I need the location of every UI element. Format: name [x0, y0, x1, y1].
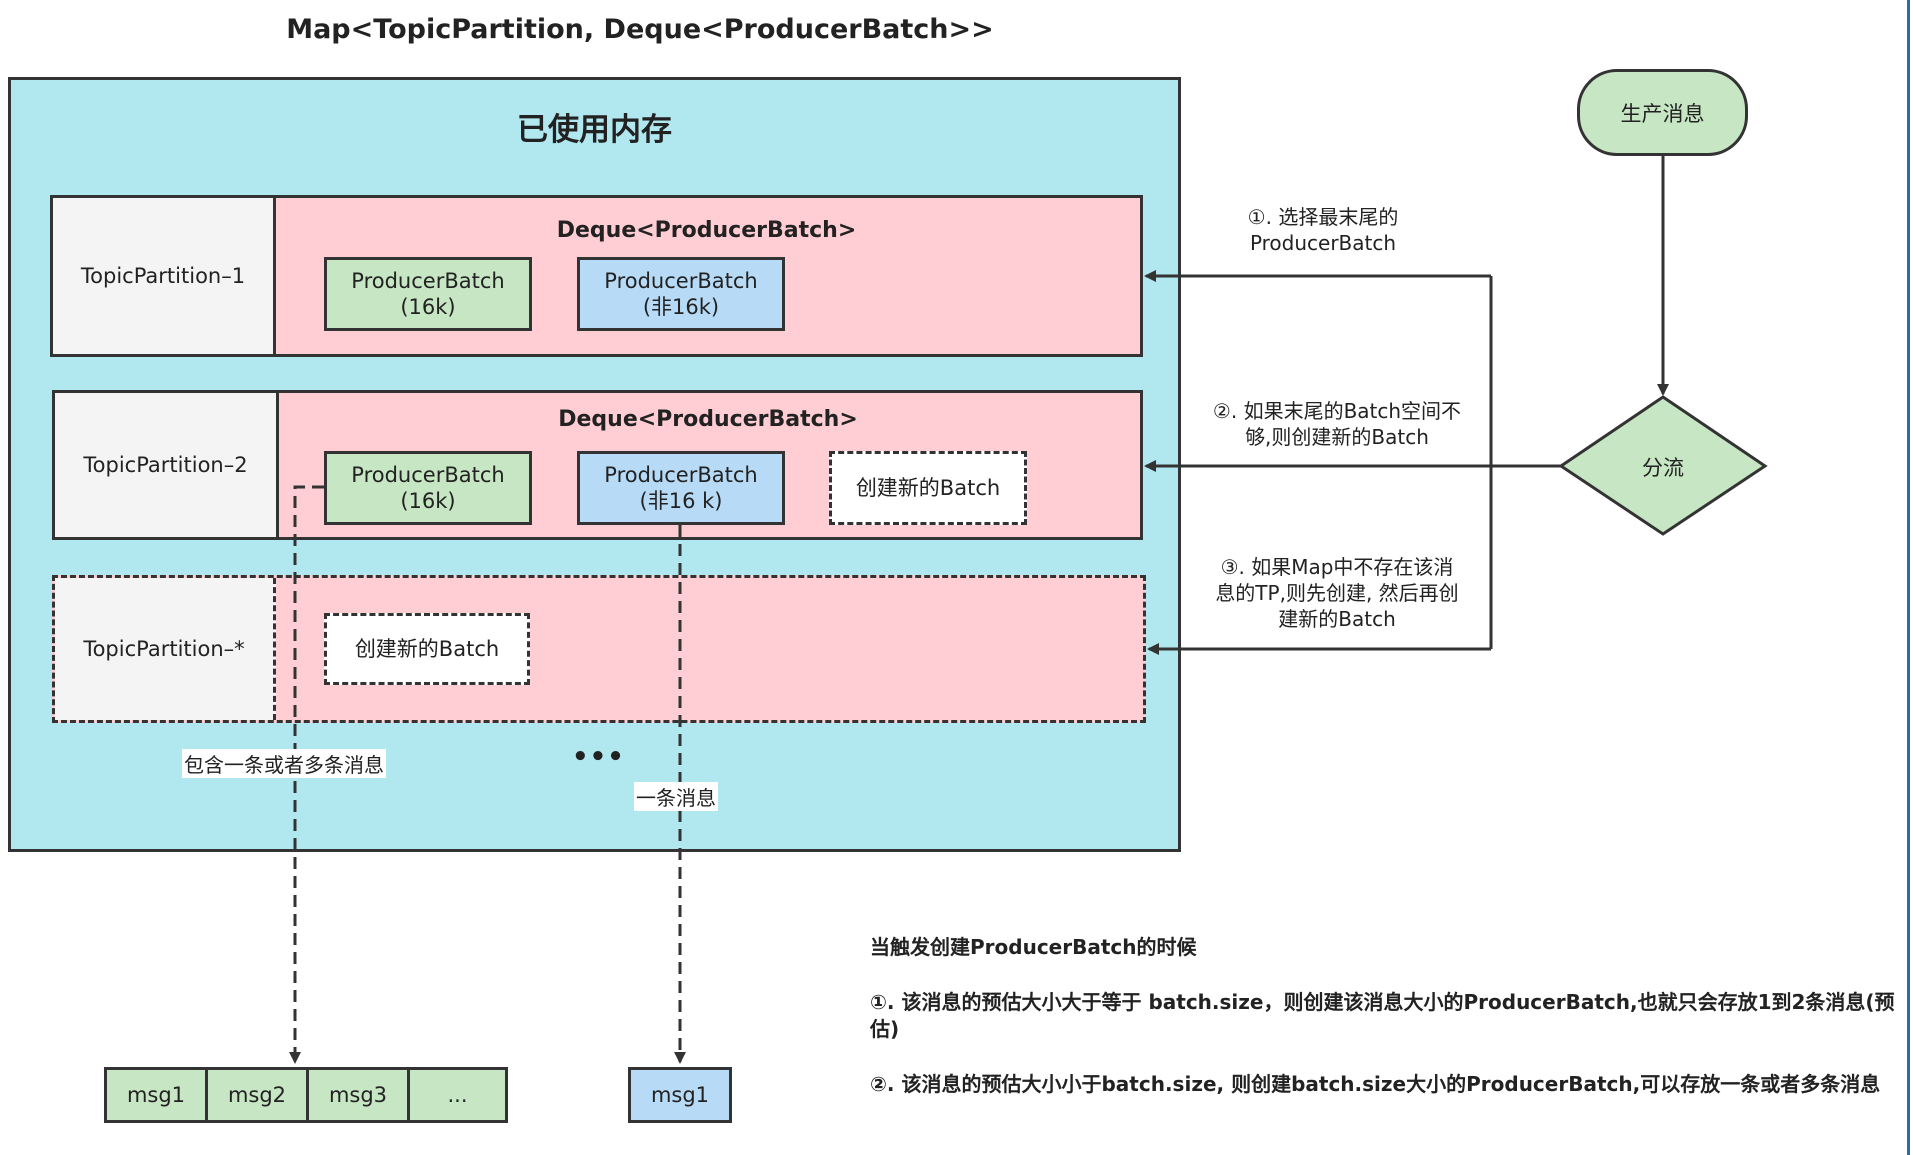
notes-item-1: ①. 该消息的预估大小大于等于 batch.size，则创建该消息大小的Prod…	[870, 990, 1895, 1041]
batch-2-non16k-name: ProducerBatch	[604, 462, 758, 487]
batch-2-non16k-size: (非16 k)	[639, 489, 723, 513]
deque-2-label: Deque<ProducerBatch>	[558, 407, 858, 432]
flow-note-2: ②. 如果末尾的Batch空间不 够,则创建新的Batch	[1178, 398, 1496, 450]
batch-1-16k: ProducerBatch (16k)	[324, 257, 532, 331]
batch-2-non16k: ProducerBatch (非16 k)	[577, 451, 785, 525]
partition-1-name: TopicPartition–1	[53, 198, 273, 354]
batch-1-non16k-name: ProducerBatch	[604, 268, 758, 293]
flow-note-1-line1: ①. 选择最末尾的	[1247, 205, 1399, 229]
diagram-title: Map<TopicPartition, Deque<ProducerBatch>…	[286, 14, 994, 45]
partition-row-1	[50, 195, 1143, 357]
msg-box: msg2	[205, 1067, 309, 1123]
edge-label-single-message: 一条消息	[634, 782, 718, 811]
batch-2-16k-size: (16k)	[400, 489, 456, 513]
batch-1-16k-size: (16k)	[400, 295, 456, 319]
partition-row-2	[52, 390, 1143, 540]
flow-note-3-line1: ③. 如果Map中不存在该消	[1220, 555, 1454, 579]
msg-box: ...	[407, 1067, 508, 1123]
flow-note-2-line2: 够,则创建新的Batch	[1245, 425, 1429, 449]
batch-2-new-label: 创建新的Batch	[855, 475, 1001, 500]
msg-box: msg1	[104, 1067, 208, 1123]
notes-heading: 当触发创建ProducerBatch的时候	[870, 935, 1197, 959]
edge-batch-to-msgs	[289, 485, 324, 1064]
partition-2-name: TopicPartition–2	[55, 393, 276, 537]
produce-message-node: 生产消息	[1577, 69, 1748, 156]
flow-note-1: ①. 选择最末尾的 ProducerBatch	[1200, 204, 1446, 256]
right-edge-rule	[1907, 0, 1910, 1155]
batch-1-16k-name: ProducerBatch	[351, 268, 505, 293]
used-memory-title: 已使用内存	[517, 112, 672, 148]
msg-box-single: msg1	[628, 1067, 732, 1123]
batch-2-16k-name: ProducerBatch	[351, 462, 505, 487]
batch-1-non16k: ProducerBatch (非16k)	[577, 257, 785, 331]
more-partitions-ellipsis: •••	[572, 742, 625, 772]
batch-new-partition-label: 创建新的Batch	[354, 636, 500, 661]
notes-item-2: ②. 该消息的预估大小小于batch.size, 则创建batch.size大小…	[870, 1072, 1881, 1096]
creation-rules-notes: 当触发创建ProducerBatch的时候 ①. 该消息的预估大小大于等于 ba…	[870, 934, 1905, 1126]
partition-new-name: TopicPartition–*	[55, 578, 276, 720]
msg-box: msg3	[306, 1067, 410, 1123]
flow-note-1-line2: ProducerBatch	[1249, 231, 1397, 255]
edge-label-multi-messages: 包含一条或者多条消息	[182, 749, 386, 778]
batch-1-non16k-size: (非16k)	[642, 295, 720, 319]
decision-diamond	[1558, 395, 1768, 536]
flow-note-3-line3: 建新的Batch	[1278, 607, 1396, 631]
flow-note-2-line1: ②. 如果末尾的Batch空间不	[1212, 399, 1462, 423]
decision-label: 分流	[1642, 456, 1684, 480]
deque-1-label: Deque<ProducerBatch>	[556, 218, 857, 243]
flow-note-3-line2: 息的TP,则先创建, 然后再创	[1215, 581, 1459, 605]
batch-2-16k: ProducerBatch (16k)	[324, 451, 532, 525]
batch-2-new: 创建新的Batch	[829, 451, 1027, 525]
flow-note-3: ③. 如果Map中不存在该消 息的TP,则先创建, 然后再创 建新的Batch	[1178, 554, 1496, 632]
batch-new-partition: 创建新的Batch	[324, 613, 530, 685]
